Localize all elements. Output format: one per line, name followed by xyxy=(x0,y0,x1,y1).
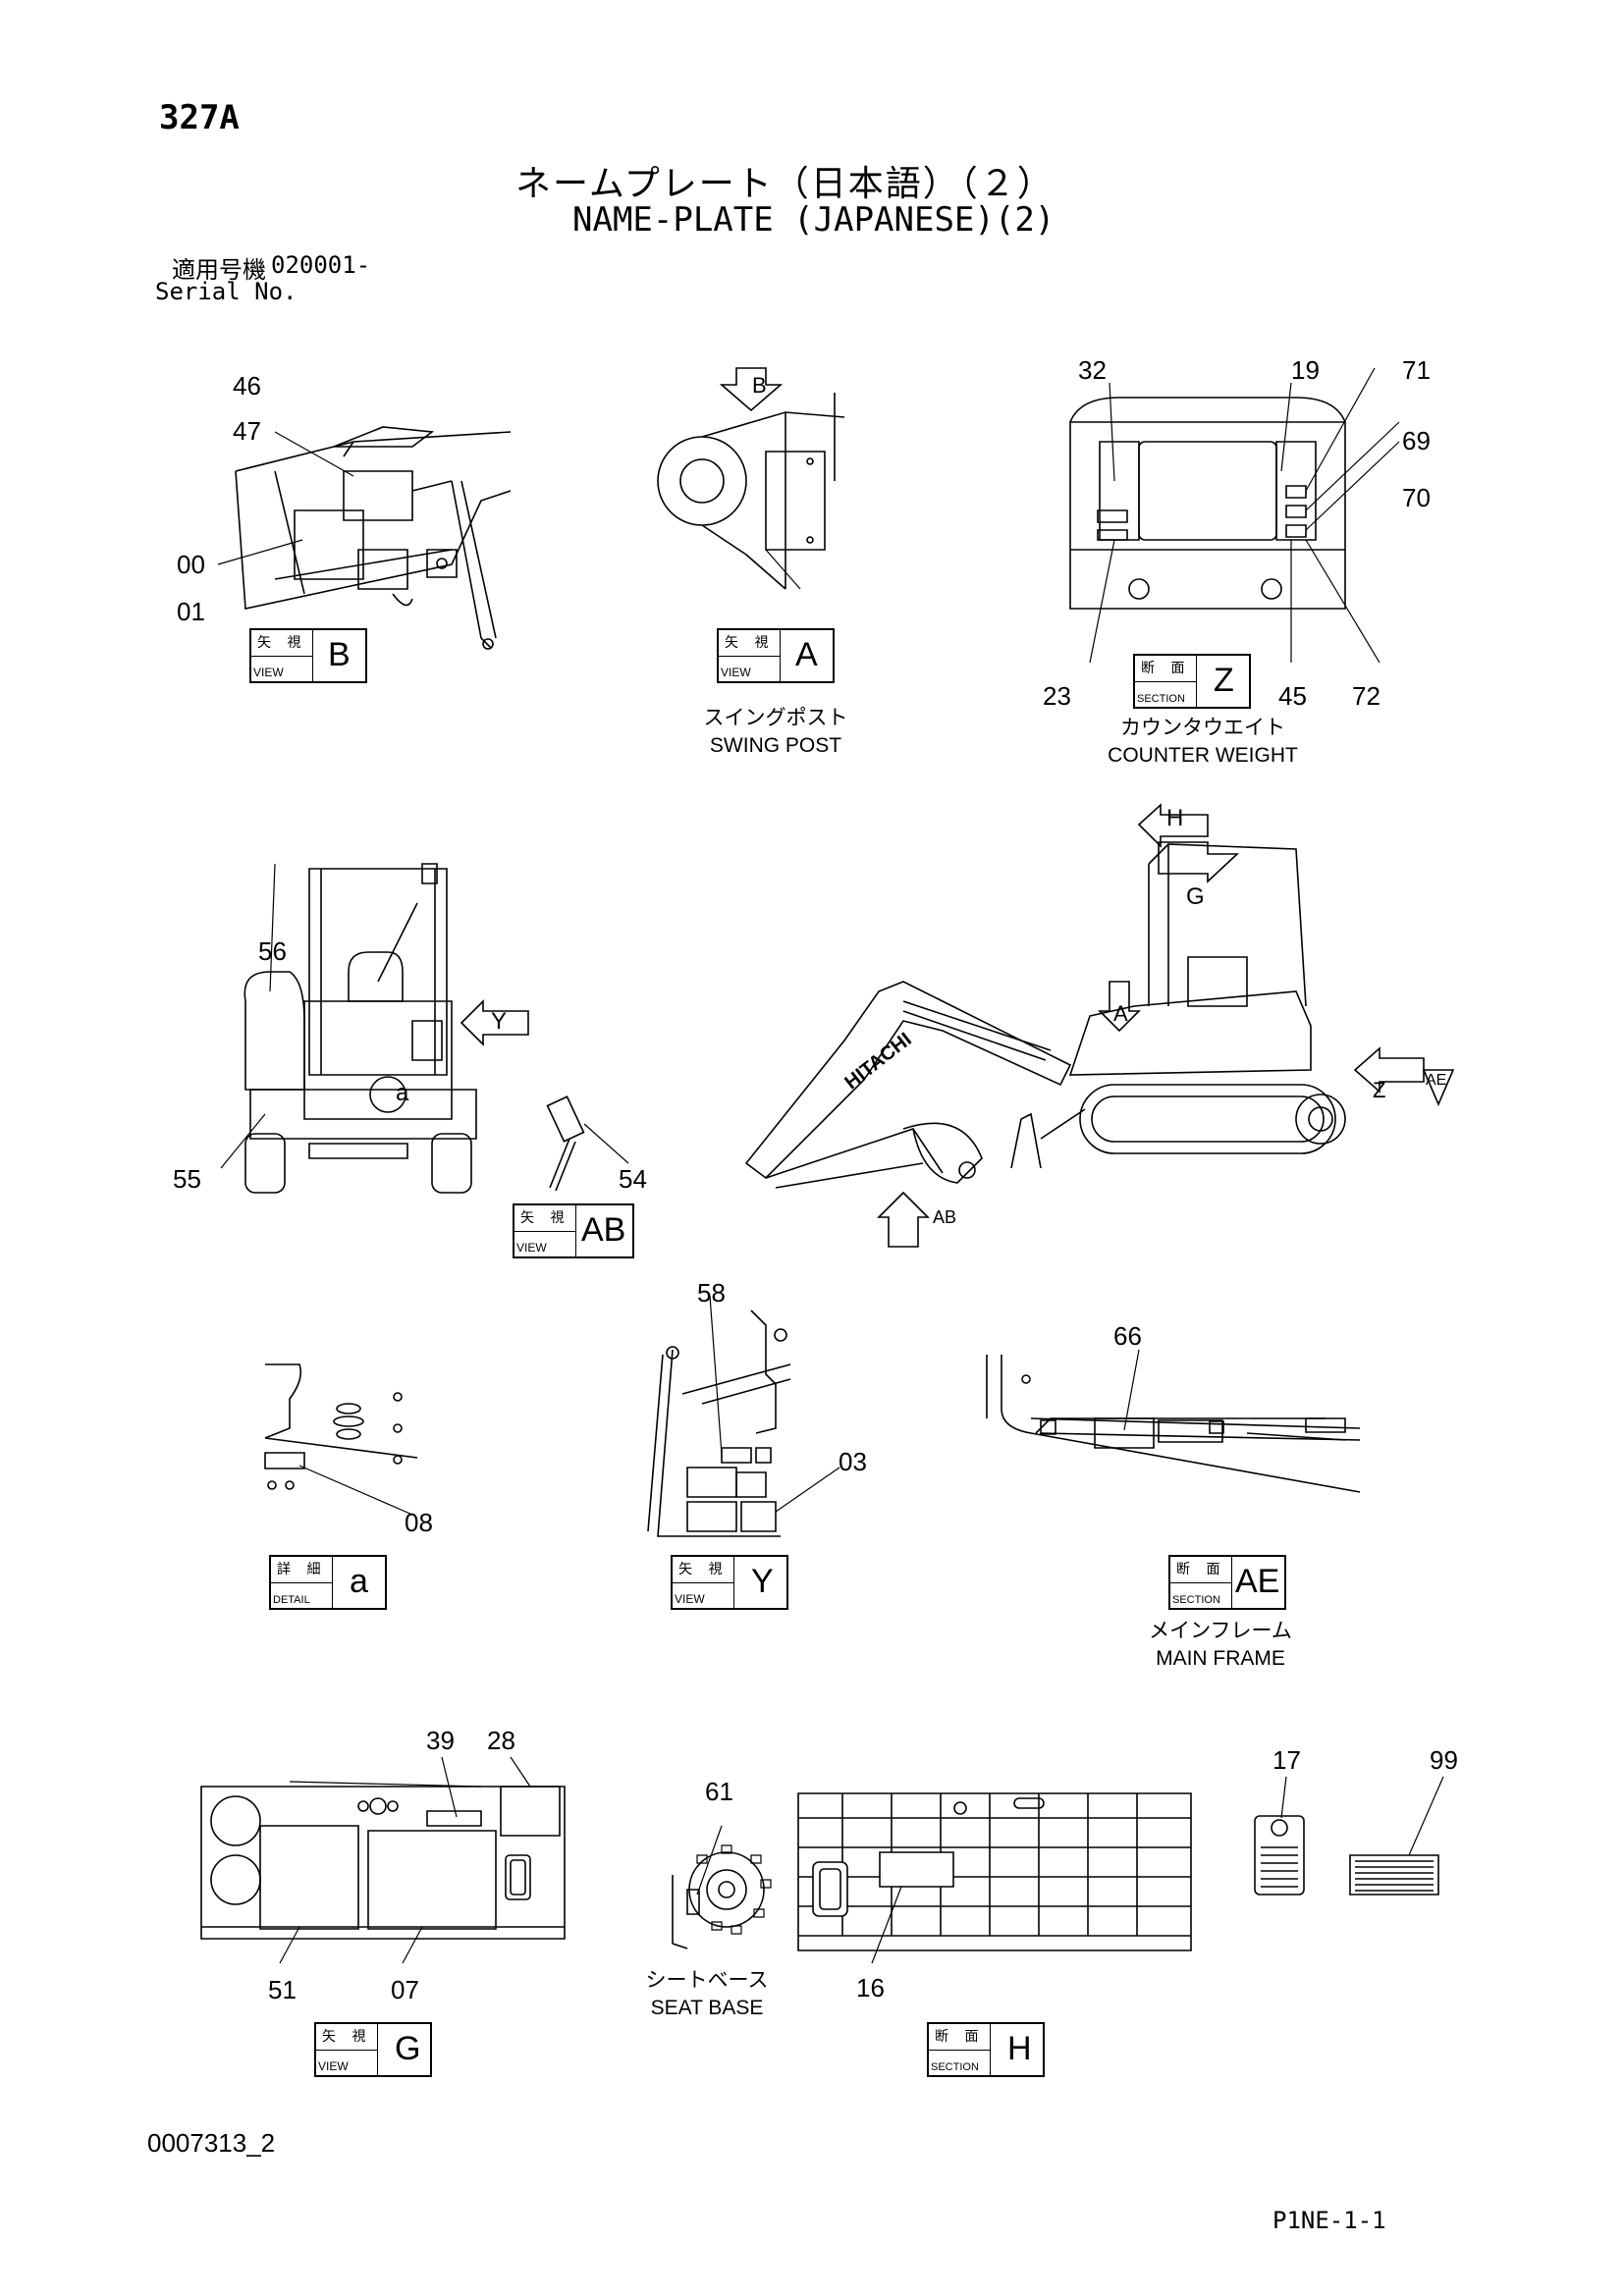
arrow-y xyxy=(461,1001,530,1045)
callout-45: 45 xyxy=(1278,681,1307,711)
callout-66: 66 xyxy=(1113,1321,1142,1351)
callout-58: 58 xyxy=(697,1278,726,1308)
section-ae-label-box: 断 面 SECTION AE xyxy=(1168,1555,1286,1610)
callout-47: 47 xyxy=(233,416,261,446)
caption-counter-weight-en: COUNTER WEIGHT xyxy=(1108,744,1298,767)
callout-70: 70 xyxy=(1402,483,1431,512)
callout-07: 07 xyxy=(391,1975,419,2004)
view-g-label-box: 矢 視 VIEW G xyxy=(314,2022,432,2077)
callout-08: 08 xyxy=(405,1508,433,1537)
callout-28: 28 xyxy=(487,1726,515,1755)
view-y-label-box: 矢 視 VIEW Y xyxy=(671,1555,788,1610)
callout-56: 56 xyxy=(258,936,287,966)
view-a-label-box: 矢 視 VIEW A xyxy=(717,628,835,683)
detail-a-drawing xyxy=(260,1360,427,1497)
caption-seat-base-en: SEAT BASE xyxy=(650,1997,764,2019)
seat-base-drawing xyxy=(668,1836,785,1953)
caption-seat-base-jp: シートベース xyxy=(645,1969,769,1992)
callout-01: 01 xyxy=(177,597,205,626)
serial-label-en: Serial No. xyxy=(155,278,298,305)
callout-39: 39 xyxy=(426,1726,455,1755)
section-z-label-box: 断 面 SECTION Z xyxy=(1133,654,1251,709)
arrow-a-label: A xyxy=(1113,1001,1128,1026)
view-b-drawing xyxy=(157,402,530,667)
view-ab-label-box: 矢 視 VIEW AB xyxy=(513,1203,634,1258)
caption-main-frame-en: MAIN FRAME xyxy=(1156,1647,1285,1670)
arrow-z-label: Z xyxy=(1373,1078,1386,1102)
key-drawing xyxy=(530,1095,638,1202)
callout-19: 19 xyxy=(1291,355,1320,385)
callout-46: 46 xyxy=(233,371,261,400)
serial-value: 020001- xyxy=(271,251,371,279)
title-english: NAME-PLATE (JAPANESE)(2) xyxy=(572,200,1056,240)
caption-counter-weight-jp: カウンタウエイト xyxy=(1120,717,1285,739)
callout-61: 61 xyxy=(705,1777,733,1806)
arrow-b-label: B xyxy=(752,373,767,398)
callout-23: 23 xyxy=(1043,681,1071,711)
callout-72: 72 xyxy=(1352,681,1380,711)
arrow-h-label: H xyxy=(1166,805,1184,831)
arrow-ab-label: AB xyxy=(933,1207,957,1227)
callout-99: 99 xyxy=(1430,1745,1458,1775)
counter-weight-drawing xyxy=(1060,393,1355,628)
page-reference: P1NE-1-1 xyxy=(1272,2207,1386,2234)
detail-a-marker: a xyxy=(396,1080,409,1106)
caption-swing-post-en: SWING POST xyxy=(709,734,842,757)
callout-17: 17 xyxy=(1272,1745,1301,1775)
callout-54: 54 xyxy=(619,1164,647,1194)
machine-rear-drawing xyxy=(231,864,486,1198)
arrow-y-label: Y xyxy=(491,1008,508,1035)
page-code: 327A xyxy=(159,98,240,137)
caption-main-frame-jp: メインフレーム xyxy=(1149,1620,1292,1642)
serial-label-jp: 適用号機 xyxy=(172,256,266,284)
callout-16: 16 xyxy=(856,1973,885,2002)
view-g-drawing xyxy=(196,1782,569,1958)
callout-69: 69 xyxy=(1402,426,1431,455)
arrow-ae-label: AE xyxy=(1426,1072,1447,1089)
detail-a-label-box: 詳 細 DETAIL a xyxy=(269,1555,387,1610)
view-b-label-box: 矢 視 VIEW B xyxy=(249,628,367,683)
swing-post-drawing xyxy=(648,363,893,628)
view-y-drawing xyxy=(643,1306,839,1541)
section-h-drawing xyxy=(793,1789,1196,1955)
section-h-label-box: 断 面 SECTION H xyxy=(927,2022,1045,2077)
callout-32: 32 xyxy=(1078,355,1107,385)
callout-03: 03 xyxy=(839,1447,867,1476)
callout-71: 71 xyxy=(1402,355,1431,385)
excavator-side-drawing xyxy=(746,785,1492,1256)
document-number: 0007313_2 xyxy=(147,2128,276,2158)
title-japanese: ネームプレート（日本語）（２） xyxy=(515,164,1055,204)
caption-swing-post-jp: スイングポスト xyxy=(703,707,848,729)
arrow-g-label: G xyxy=(1186,883,1205,910)
callout-55: 55 xyxy=(173,1164,201,1194)
main-frame-drawing xyxy=(982,1350,1365,1507)
callout-00: 00 xyxy=(177,550,205,579)
plates-drawing xyxy=(1247,1777,1453,1895)
callout-51: 51 xyxy=(268,1975,297,2004)
